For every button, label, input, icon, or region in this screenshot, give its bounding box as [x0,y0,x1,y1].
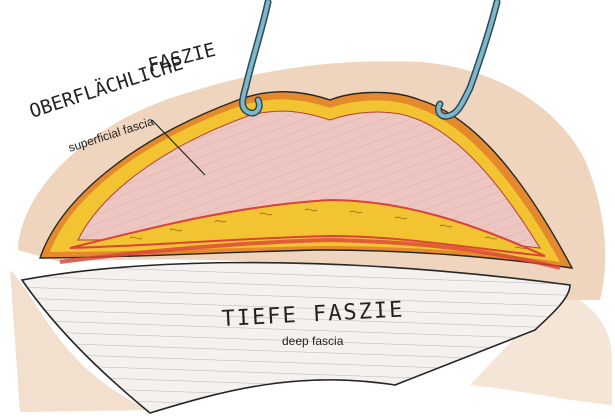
label-deep-fascia-english: deep fascia [282,334,344,348]
